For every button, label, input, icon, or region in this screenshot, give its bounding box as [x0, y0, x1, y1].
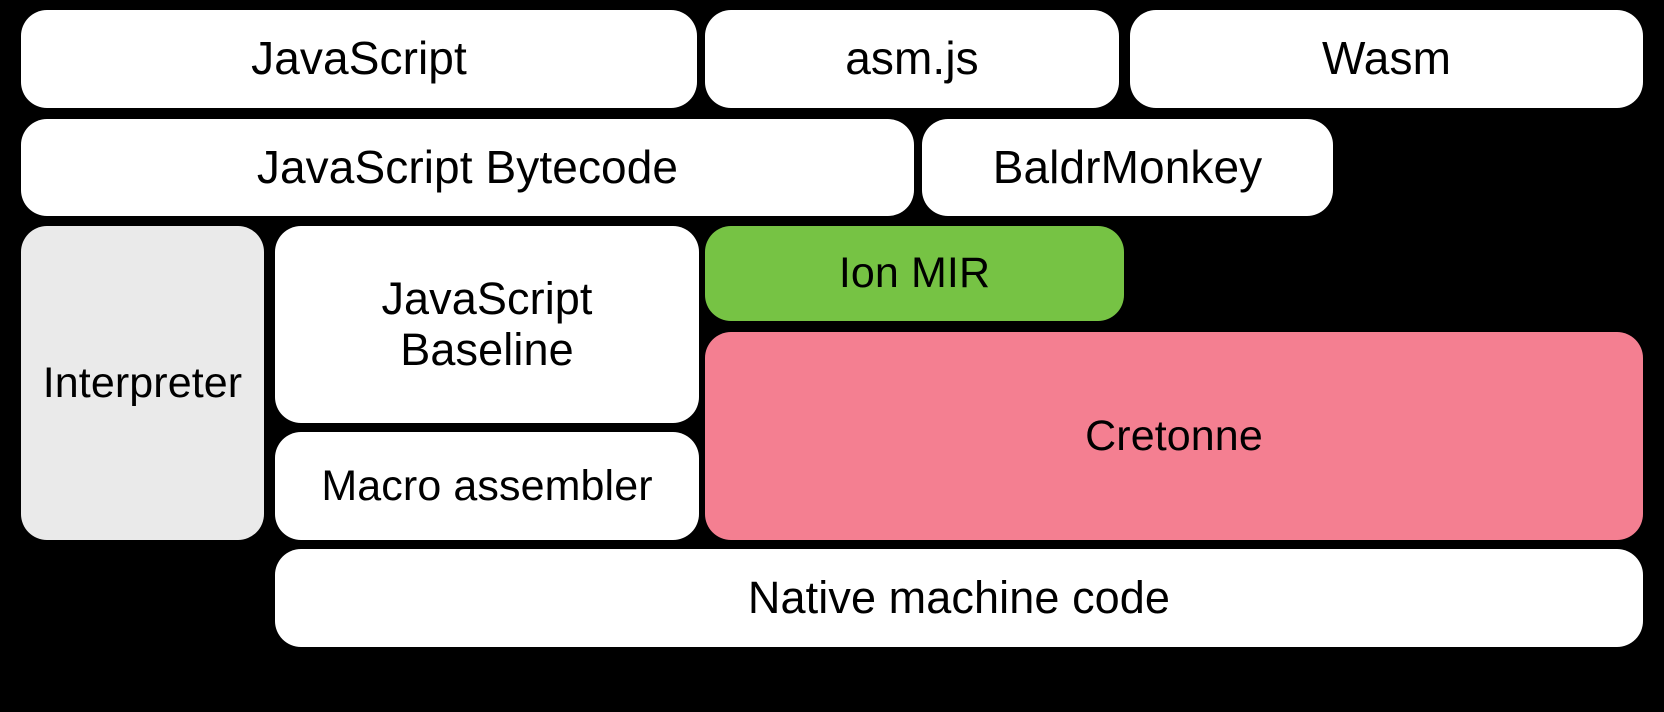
- node-cretonne[interactable]: Cretonne: [705, 332, 1643, 540]
- node-asmjs-label: asm.js: [845, 32, 979, 85]
- node-ion-mir[interactable]: Ion MIR: [705, 226, 1124, 321]
- node-native-machine-code[interactable]: Native machine code: [275, 549, 1643, 647]
- node-interpreter-label: Interpreter: [42, 358, 243, 407]
- node-javascript-baseline-label: JavaScript Baseline: [381, 272, 593, 375]
- node-native-machine-code-label: Native machine code: [747, 571, 1171, 623]
- node-javascript-bytecode[interactable]: JavaScript Bytecode: [21, 119, 914, 216]
- node-javascript-baseline[interactable]: JavaScript Baseline: [275, 226, 699, 423]
- node-javascript-label: JavaScript: [251, 32, 467, 85]
- node-wasm-label: Wasm: [1321, 32, 1451, 85]
- node-macro-assembler-label: Macro assembler: [321, 461, 653, 510]
- node-javascript-bytecode-label: JavaScript Bytecode: [256, 140, 679, 193]
- node-javascript[interactable]: JavaScript: [21, 10, 697, 108]
- node-baldrmonkey-label: BaldrMonkey: [992, 140, 1263, 193]
- node-macro-assembler[interactable]: Macro assembler: [275, 432, 699, 540]
- node-asmjs[interactable]: asm.js: [705, 10, 1119, 108]
- node-interpreter[interactable]: Interpreter: [21, 226, 264, 540]
- node-ion-mir-label: Ion MIR: [838, 249, 991, 298]
- node-baldrmonkey[interactable]: BaldrMonkey: [922, 119, 1333, 216]
- node-wasm[interactable]: Wasm: [1130, 10, 1643, 108]
- node-cretonne-label: Cretonne: [1085, 411, 1263, 460]
